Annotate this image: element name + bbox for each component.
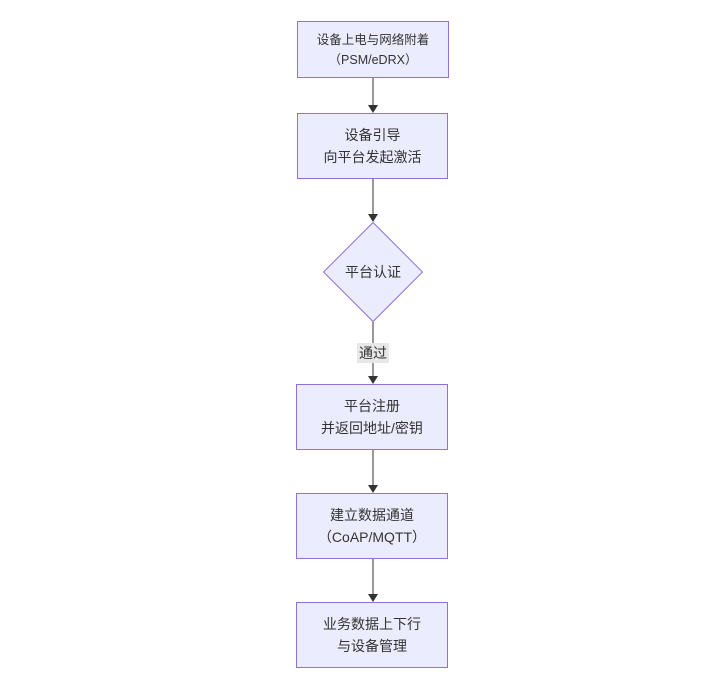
node-business-data: 业务数据上下行 与设备管理	[296, 602, 448, 668]
node-platform-register: 平台注册 并返回地址/密钥	[296, 384, 448, 450]
arrowhead-icon	[368, 376, 378, 384]
decision-platform-auth-label: 平台认证	[345, 264, 401, 280]
arrowhead-icon	[368, 485, 378, 493]
arrow-line	[372, 559, 374, 596]
node-business-data-line1: 业务数据上下行	[323, 616, 421, 632]
arrowhead-icon	[368, 214, 378, 222]
arrow-line	[372, 179, 374, 216]
arrow-channel-to-business	[363, 559, 383, 602]
node-business-data-line2: 与设备管理	[337, 638, 407, 654]
node-data-channel-line1: 建立数据通道	[330, 507, 414, 523]
edge-label-pass: 通过	[357, 343, 389, 363]
arrow-line	[372, 450, 374, 487]
node-power-attach-line1: 设备上电与网络附着	[316, 32, 430, 47]
node-power-attach-line2: （PSM/eDRX）	[328, 52, 418, 67]
arrow-bootstrap-to-auth	[363, 179, 383, 222]
arrow-line	[372, 78, 374, 107]
node-platform-register-line1: 平台注册	[344, 398, 400, 414]
node-bootstrap: 设备引导 向平台发起激活	[297, 113, 448, 179]
arrow-register-to-channel	[363, 450, 383, 493]
node-platform-register-line2: 并返回地址/密钥	[321, 420, 423, 436]
arrowhead-icon	[368, 594, 378, 602]
node-bootstrap-line2: 向平台发起激活	[323, 149, 422, 165]
node-data-channel-line2: （CoAP/MQTT）	[317, 529, 427, 545]
arrowhead-icon	[368, 105, 378, 113]
node-power-attach: 设备上电与网络附着 （PSM/eDRX）	[297, 21, 449, 78]
node-data-channel: 建立数据通道 （CoAP/MQTT）	[296, 493, 448, 559]
node-bootstrap-line1: 设备引导	[344, 127, 401, 143]
arrow-power-to-bootstrap	[363, 78, 383, 113]
decision-platform-auth: 平台认证	[322, 221, 424, 323]
